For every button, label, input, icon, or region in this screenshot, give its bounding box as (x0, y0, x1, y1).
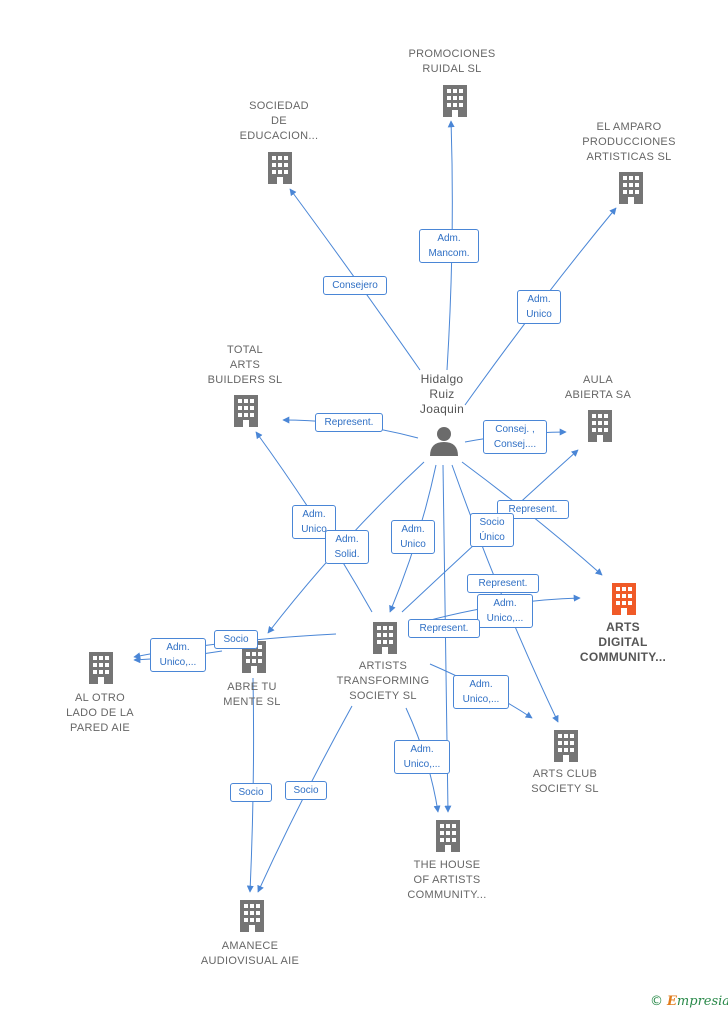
building-icon (588, 410, 612, 442)
node-label-artists[interactable]: ARTISTS TRANSFORMING SOCIETY SL (336, 660, 430, 702)
edge-label: Represent. (315, 413, 383, 432)
edge-label: Adm. Unico,... (394, 740, 450, 774)
edge-label: Adm. Unico,... (150, 638, 206, 672)
edge-label: Adm. Unico,... (477, 594, 533, 628)
edge-label: Adm. Unico (517, 290, 561, 324)
edge-hidalgo-artsdigital (461, 461, 603, 576)
copyright-icon: © (650, 994, 663, 1009)
building-icon (612, 583, 636, 615)
node-label-aula[interactable]: AULA ABIERTA SA (564, 374, 632, 401)
edge-label: Represent. (497, 500, 569, 519)
edge-abretu-amanece (246, 677, 255, 893)
node-label-alotro[interactable]: AL OTRO LADO DE LA PARED AIE (66, 692, 134, 734)
building-icon (234, 395, 258, 427)
node-label-elamparo[interactable]: EL AMPARO PRODUCCIONES ARTISTICAS SL (582, 121, 676, 163)
building-icon (436, 820, 460, 852)
node-label-sociedad[interactable]: SOCIEDAD DE EDUCACION... (239, 100, 319, 142)
node-label-hidalgo[interactable]: Hidalgo Ruiz Joaquin (419, 372, 465, 416)
node-label-amanece[interactable]: AMANECE AUDIOVISUAL AIE (200, 940, 300, 967)
edge-label: Adm. Unico (391, 520, 435, 554)
building-icon (443, 85, 467, 117)
edge-label: Consej. , Consej.... (483, 420, 547, 454)
edge-label: Represent. (467, 574, 539, 593)
building-icon (619, 172, 643, 204)
node-label-abretu[interactable]: ABRE TU MENTE SL (223, 681, 281, 708)
empresia-logo[interactable]: ©Empresia (650, 994, 728, 1009)
edge-label: Socio (214, 630, 258, 649)
edge-label: Adm. Unico,... (453, 675, 509, 709)
node-label-totalarts[interactable]: TOTAL ARTS BUILDERS SL (207, 344, 283, 386)
building-icon (554, 730, 578, 762)
edge-label: Represent. (408, 619, 480, 638)
node-label-house[interactable]: THE HOUSE OF ARTISTS COMMUNITY... (407, 859, 487, 901)
building-icon (373, 622, 397, 654)
edge-hidalgo-sociedad (289, 188, 421, 371)
person-icon (430, 427, 458, 456)
edge-label: Socio (230, 783, 272, 802)
node-label-promociones[interactable]: PROMOCIONES RUIDAL SL (408, 48, 496, 75)
node-label-artsdigital[interactable]: ARTS DIGITAL COMMUNITY... (579, 620, 667, 664)
edge-label: Socio Único (470, 513, 514, 547)
building-icon (240, 900, 264, 932)
edge-label: Adm. Mancom. (419, 229, 479, 263)
node-icons (89, 85, 643, 932)
edge-label: Consejero (323, 276, 387, 295)
edge-label: Adm. Solid. (325, 530, 369, 564)
edge-label: Socio (285, 781, 327, 800)
node-label-artsclub[interactable]: ARTS CLUB SOCIETY SL (531, 768, 599, 795)
building-icon (268, 152, 292, 184)
building-icon (89, 652, 113, 684)
